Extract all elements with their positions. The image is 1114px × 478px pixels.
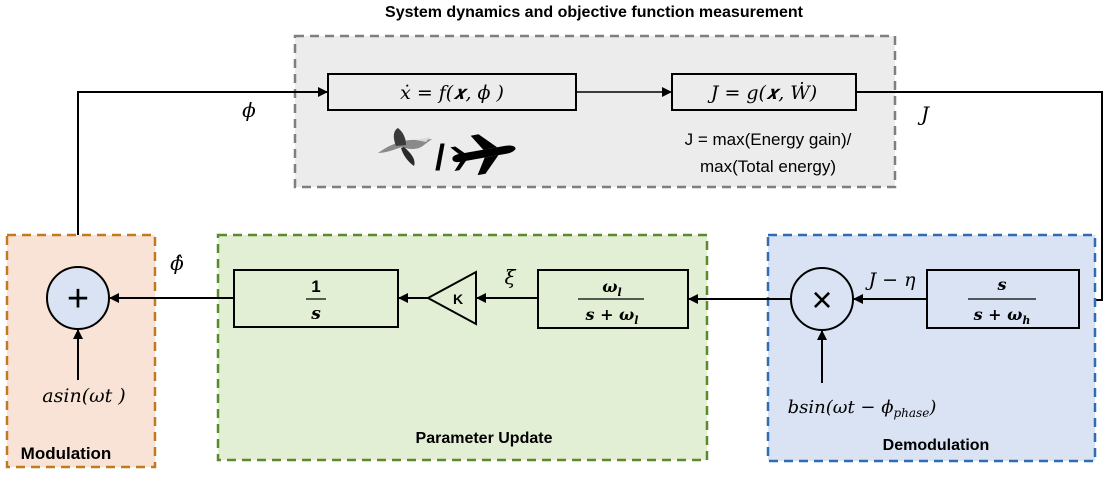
summing-symbol: +	[67, 278, 89, 320]
slash-separator: /	[435, 137, 445, 178]
system-region	[293, 34, 897, 189]
bird-icon	[378, 128, 432, 166]
phi-label: ϕ	[242, 98, 256, 122]
highpass-numerator: s	[996, 275, 1006, 294]
demodulation-label: Demodulation	[883, 437, 990, 454]
objective-definition-line1: J = max(Energy gain)/	[685, 130, 852, 149]
diagram-title: System dynamics and objective function m…	[385, 4, 804, 21]
gain-symbol: K	[453, 291, 463, 307]
integrator-numerator: 1	[311, 277, 320, 296]
phi-hat-label: ϕ̂	[170, 251, 184, 275]
airplane-icon	[450, 134, 516, 176]
objective-block	[671, 73, 857, 111]
phi-signal-path	[77, 87, 328, 276]
modulation-label: Modulation	[21, 444, 112, 463]
dynamics-equation: ẋ = f(𝒙, ϕ )	[400, 82, 504, 104]
objective-equation: J = g(𝒙, Ẇ)	[707, 81, 817, 104]
parameter-update-label: Parameter Update	[416, 430, 553, 447]
modulation-input-signal: asin(ωt )	[42, 385, 125, 407]
lowpass-denominator: s + ωl	[585, 305, 639, 327]
multiplier-symbol: ×	[811, 279, 832, 320]
j-label: J	[917, 102, 930, 126]
highpass-denominator: s + ωh	[973, 305, 1031, 327]
objective-definition-line2: max(Total energy)	[700, 157, 836, 176]
parameter-update-region	[216, 233, 709, 462]
j-minus-eta-label: J − η	[865, 269, 917, 291]
integrator-denominator: s	[310, 304, 321, 324]
xi-label: ξ	[504, 265, 516, 289]
lowpass-numerator: ωl	[602, 277, 621, 299]
dynamics-block	[327, 73, 577, 111]
